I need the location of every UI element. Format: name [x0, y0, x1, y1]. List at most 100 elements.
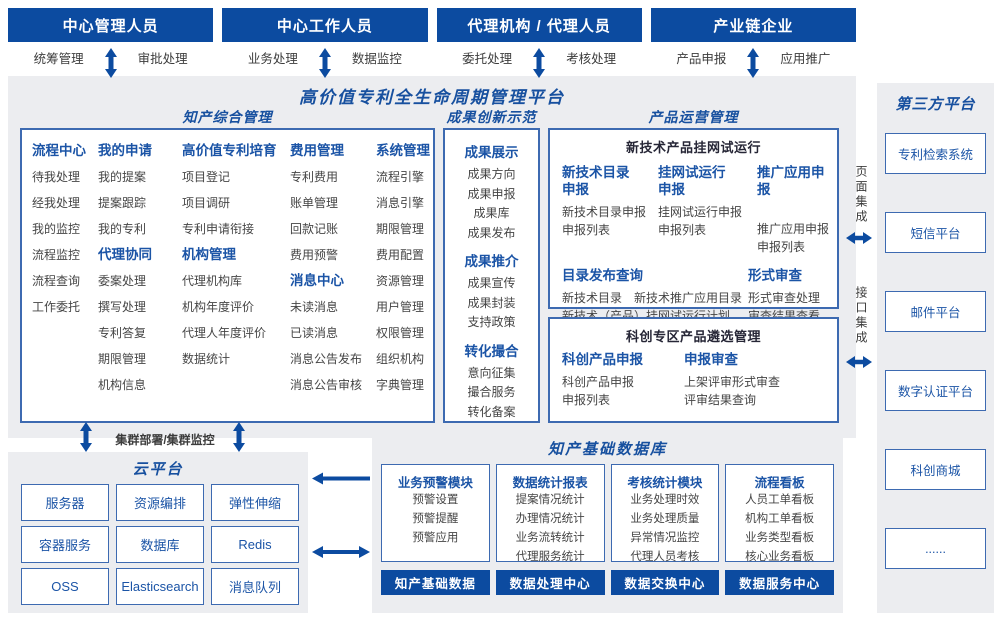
menu-item: 经我处理: [32, 196, 81, 210]
menu-item: 机构年度评价: [182, 300, 255, 314]
updown-arrow-icon: [533, 48, 546, 78]
platform-title: 高价值专利全生命周期管理平台: [299, 88, 565, 107]
menu-item: 业务处理质量: [630, 513, 700, 525]
menu-item: 组织机构: [376, 352, 425, 366]
menu-item: 上架评审形式审查: [684, 375, 781, 389]
db-modules-row: 业务预警模块 预警设置预警提醒预警应用 知产基础数据 数据统计报表 提案情况统计…: [372, 459, 843, 595]
menu-item: 期限管理: [98, 352, 147, 366]
menu-item: 成果库: [473, 206, 510, 220]
menu-item: 预警应用: [412, 532, 459, 544]
menu-item: 消息引擎: [376, 196, 425, 210]
menu-item: 我的监控: [32, 222, 81, 236]
actor-left-label: 委托处理: [462, 51, 513, 66]
menu-list: 提案情况统计办理情况统计业务流转统计代理服务统计: [497, 491, 604, 567]
menu-list: 我的提案提案跟踪我的专利: [98, 164, 182, 242]
actor-right-label: 考核处理: [566, 51, 617, 66]
group-header: 系统管理: [376, 143, 430, 158]
api-integration-label: 接口集成: [854, 286, 868, 346]
achievement-group: 成果推介 成果宣传成果封装支持政策: [445, 250, 538, 333]
menu-item: 项目调研: [182, 196, 231, 210]
db-module-statistics: 数据统计报表 提案情况统计办理情况统计业务流转统计代理服务统计 数据处理中心: [495, 464, 605, 595]
group-header: 成果展示: [464, 145, 519, 160]
menu-item: 成果发布: [467, 225, 516, 240]
updown-arrow-icon: [747, 48, 760, 78]
section-title-product-ops: 产品运营管理: [648, 109, 739, 125]
actor-title-bar: 中心管理人员: [8, 8, 214, 42]
actor-right-label: 审批处理: [137, 51, 188, 66]
third-party-list: 专利检索系统短信平台邮件平台数字认证平台科创商城......: [885, 133, 986, 569]
menu-item: 工作委托: [32, 300, 81, 314]
menu-list: 项目登记项目调研专利申请衔接: [182, 164, 290, 242]
menu-item: 代理人年度评价: [182, 326, 267, 340]
actor-group-agencies: 代理机构 / 代理人员 委托处理 考核处理: [436, 8, 642, 78]
group-header: 代理协同: [98, 247, 152, 262]
db-module-warning: 业务预警模块 预警设置预警提醒预警应用 知产基础数据: [381, 464, 490, 595]
achievement-group: 转化撮合 意向征集撮合服务转化备案: [445, 340, 538, 423]
menu-item: 申报列表: [562, 393, 611, 407]
menu-item: 资源管理: [376, 274, 425, 288]
menu-item: 业务处理时效: [630, 494, 700, 506]
menu-item: 成果宣传: [467, 276, 516, 290]
menu-item: 代理人员考核: [630, 551, 700, 563]
menu-item: 委案处理: [98, 274, 147, 288]
menu-item: 代理机构库: [182, 274, 243, 288]
group-header: 数据统计报表: [512, 476, 588, 490]
selection-column: 申报审查 上架评审形式审查评审结果查询: [684, 348, 829, 409]
menu-item: 业务流转统计: [515, 532, 585, 544]
menu-item: 形式审查处理: [748, 291, 821, 305]
menu-item: 消息公告发布: [290, 352, 363, 366]
catalog-query-column: 目录发布查询 新技术目录新技术推广应用目录 新技术（产品）挂网试运行计划: [562, 264, 748, 325]
menu-item: 未读消息: [290, 300, 339, 314]
menu-item: 我的提案: [98, 170, 147, 184]
menu-item: 数据统计: [182, 352, 231, 366]
menu-item: 流程引擎: [376, 170, 425, 184]
page-integration-label: 页面集成: [854, 165, 868, 225]
menu-item: 预警设置: [412, 494, 459, 506]
third-party-system-box: 专利检索系统: [885, 133, 986, 174]
cloud-service-box: Elasticsearch: [116, 568, 204, 605]
cloud-platform-title: 云平台: [132, 461, 184, 478]
menu-item: 新技术目录: [562, 291, 623, 305]
trial-bottom-columns: 目录发布查询 新技术目录新技术推广应用目录 新技术（产品）挂网试运行计划 形式审…: [550, 256, 837, 325]
menu-item: 专利答复: [98, 326, 147, 340]
actor-group-enterprises: 产业链企业 产品申报 应用推广: [650, 8, 856, 78]
ip-database-title: 知产基础数据库: [547, 441, 667, 458]
menu-list: 人员工单看板机构工单看板业务类型看板核心业务看板: [726, 491, 833, 567]
db-badge: 数据处理中心: [495, 570, 605, 595]
menu-list: 科创产品申报申报列表: [562, 373, 684, 409]
menu-list: 新技术目录申报申报列表: [562, 204, 658, 239]
db-module-kanban: 流程看板 人员工单看板机构工单看板业务类型看板核心业务看板 数据服务中心: [725, 464, 834, 595]
menu-row: 新技术目录新技术推广应用目录: [562, 289, 748, 307]
third-party-system-box: 邮件平台: [885, 291, 986, 332]
menu-item: 费用预警: [290, 248, 339, 262]
leftright-arrow-icon: [846, 232, 872, 244]
menu-item: 用户管理: [376, 300, 425, 314]
menu-item: 待我处理: [32, 170, 81, 184]
section-title-achievements: 成果创新示范: [446, 109, 537, 125]
actor-right-label: 应用推广: [780, 51, 831, 66]
updown-arrow-icon: [318, 48, 331, 78]
menu-item: 费用配置: [376, 248, 425, 262]
actor-left-label: 产品申报: [676, 51, 727, 66]
menu-list: 业务处理时效业务处理质量异常情况监控代理人员考核: [612, 491, 719, 567]
menu-item: 办理情况统计: [515, 513, 585, 525]
actor-labels: 业务处理 数据监控: [222, 42, 427, 78]
menu-item: 挂网试运行申报: [658, 205, 743, 219]
cloud-service-box: 资源编排: [116, 484, 204, 521]
menu-item: 回款记账: [290, 222, 339, 236]
group-header: 形式审查: [748, 268, 802, 283]
menu-item: 科创产品申报: [562, 375, 635, 389]
menu-list: 意向征集撮合服务转化备案: [445, 364, 538, 423]
cloud-service-box: 弹性伸缩: [211, 484, 299, 521]
ip-column: 系统管理 流程引擎消息引擎期限管理费用配置资源管理用户管理权限管理组织机构字典管…: [376, 138, 431, 421]
selection-box: 科创专区产品遴选管理 科创产品申报 科创产品申报申报列表 申报审查 上架评审形式…: [548, 317, 839, 423]
group-header: 推广应用申报: [756, 165, 825, 197]
cloud-service-box: Redis: [211, 526, 299, 563]
third-party-panel: 第三方平台 专利检索系统短信平台邮件平台数字认证平台科创商城......: [877, 83, 994, 613]
group-header: 业务预警模块: [397, 476, 473, 490]
menu-item: 流程查询: [32, 274, 81, 288]
actors-row: 中心管理人员 统筹管理 审批处理 中心工作人员 业务处理 数据监控 代理机构 /…: [8, 8, 856, 78]
menu-item: 流程监控: [32, 248, 81, 262]
menu-item: 提案情况统计: [515, 494, 585, 506]
formal-review-column: 形式审查 形式审查处理审查结果查看: [748, 264, 829, 325]
